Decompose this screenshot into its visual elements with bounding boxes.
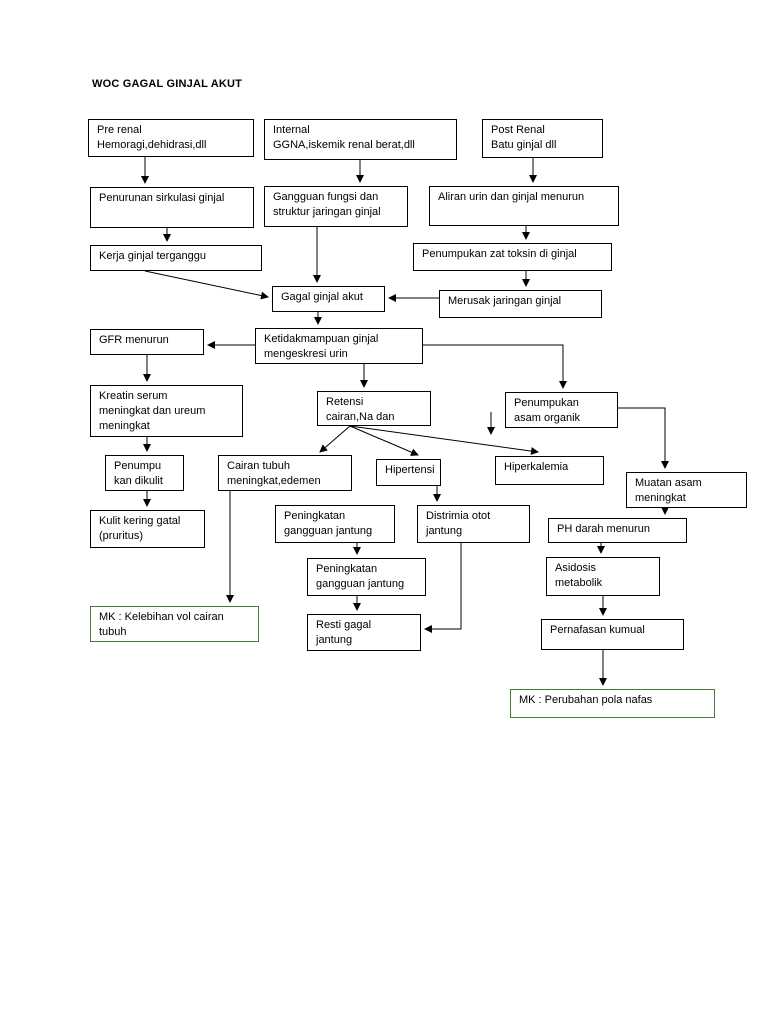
arrow-retensi-to-cairan (319, 425, 351, 453)
node-kulit-kering: Kulit kering gatal (pruritus) (90, 510, 205, 548)
arrow-retensi-to-hipertensi (349, 425, 419, 456)
node-ketidakmampuan: Ketidakmampuan ginjal mengeskresi urin (255, 328, 423, 364)
node-kerja-ginjal: Kerja ginjal terganggu (90, 245, 262, 271)
node-penumpukan-asam: Penumpukan asam organik (505, 392, 618, 428)
node-hipertensi: Hipertensi (376, 459, 441, 486)
node-internal: Internal GGNA,iskemik renal berat,dll (264, 119, 457, 160)
node-pernafasan-kumual: Pernafasan kumual (541, 619, 684, 650)
arrow-asam-to-muatan (618, 407, 669, 469)
node-post-renal: Post Renal Batu ginjal dll (482, 119, 603, 158)
node-penumpukan-toksin: Penumpukan zat toksin di ginjal (413, 243, 612, 271)
node-gagal-ginjal: Gagal ginjal akut (272, 286, 385, 312)
arrow-retensi-to-hiperkalemia (349, 425, 539, 456)
node-asidosis: Asidosis metabolik (546, 557, 660, 596)
node-pre-renal: Pre renal Hemoragi,dehidrasi,dll (88, 119, 254, 157)
node-muatan-asam: Muatan asam meningkat (626, 472, 747, 508)
node-peningkatan-gangguan-1: Peningkatan gangguan jantung (275, 505, 395, 543)
node-resti-gagal: Resti gagal jantung (307, 614, 421, 651)
node-gfr-menurun: GFR menurun (90, 329, 204, 355)
node-penurunan-sirkulasi: Penurunan sirkulasi ginjal (90, 187, 254, 228)
arrow-kerja-to-gagal (144, 270, 269, 300)
node-retensi: Retensi cairan,Na dan (317, 391, 431, 426)
node-distrimia: Distrimia otot jantung (417, 505, 530, 543)
node-mk-kelebihan: MK : Kelebihan vol cairan tubuh (90, 606, 259, 642)
diagram-title: WOC GAGAL GINJAL AKUT (92, 78, 243, 90)
node-aliran-urin: Aliran urin dan ginjal menurun (429, 186, 619, 226)
arrow-ketidakmampuan-to-asam (423, 344, 567, 389)
node-gangguan-fungsi: Gangguan fungsi dan struktur jaringan gi… (264, 186, 408, 227)
node-cairan-tubuh: Cairan tubuh meningkat,edemen (218, 455, 352, 491)
node-mk-perubahan: MK : Perubahan pola nafas (510, 689, 715, 718)
node-merusak-jaringan: Merusak jaringan ginjal (439, 290, 602, 318)
node-hiperkalemia: Hiperkalemia (495, 456, 604, 485)
node-peningkatan-gangguan-2: Peningkatan gangguan jantung (307, 558, 426, 596)
node-ph-darah: PH darah menurun (548, 518, 687, 543)
node-kreatin: Kreatin serum meningkat dan ureum mening… (90, 385, 243, 437)
arrow-distrimia-to-resti (424, 543, 462, 633)
node-penumpukan-kulit: Penumpu kan dikulit (105, 455, 184, 491)
